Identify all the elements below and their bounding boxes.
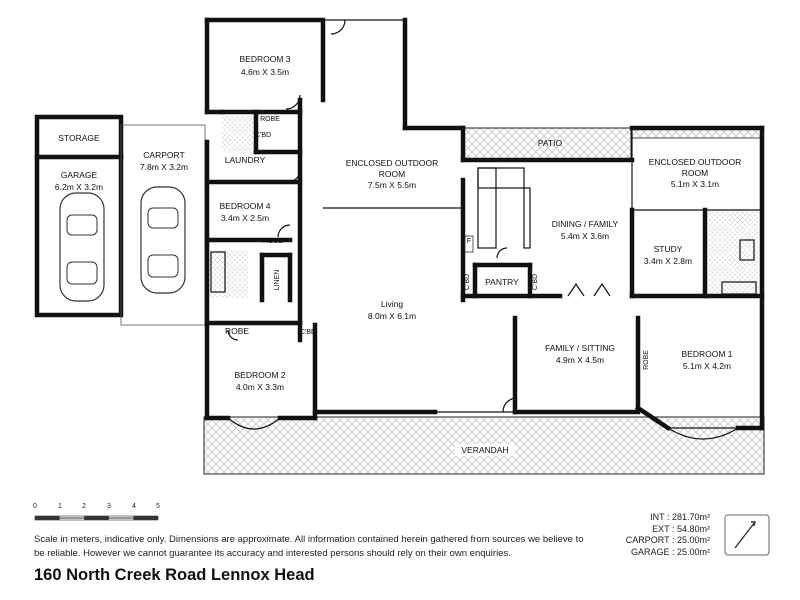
- room-name-enclosed-outdoor-1: ENCLOSED OUTDOOR: [346, 158, 439, 168]
- room-name-pantry: PANTRY: [485, 277, 519, 287]
- robe-label: ROBE: [260, 116, 280, 123]
- room-size-bedroom4: 3.4m X 2.5m: [221, 213, 269, 223]
- room-labels: BEDROOM 3 4.6m X 3.5m STORAGE GARAGE 6.2…: [55, 54, 741, 456]
- scale-bar: [34, 515, 159, 521]
- ensuite-tiles: [708, 210, 758, 296]
- room-name-dining-family: DINING / FAMILY: [552, 219, 619, 229]
- room-name-enclosed-outdoor-1-line2: ROOM: [379, 169, 405, 179]
- room-name-bedroom1: BEDROOM 1: [681, 349, 732, 359]
- shower-icon: [739, 239, 755, 261]
- room-size-enclosed-outdoor-1: 7.5m X 5.5m: [368, 180, 416, 190]
- room-name-patio: PATIO: [538, 138, 563, 148]
- room-name-linen: LINEN: [274, 270, 281, 291]
- room-size-carport: 7.8m X 3.2m: [140, 162, 188, 172]
- room-name-enclosed-outdoor-2-line2: ROOM: [682, 168, 708, 178]
- room-name-bedroom4: BEDROOM 4: [219, 201, 270, 211]
- room-name-bedroom2: BEDROOM 2: [234, 370, 285, 380]
- bathtub-icon: [210, 251, 226, 293]
- bathroom-tiles: [208, 250, 248, 298]
- cbd-label: C'BD: [300, 329, 316, 336]
- robe-label: ROBE: [225, 326, 249, 336]
- room-name-verandah: VERANDAH: [461, 445, 508, 455]
- room-name-laundry: LAUNDRY: [225, 155, 266, 165]
- room-size-bedroom3: 4.6m X 3.5m: [241, 67, 289, 77]
- room-size-bedroom1: 5.1m X 4.2m: [683, 361, 731, 371]
- room-size-enclosed-outdoor-2: 5.1m X 3.1m: [671, 179, 719, 189]
- robe-label: ROBE: [643, 350, 650, 370]
- room-name-living: Living: [381, 299, 403, 309]
- room-name-garage: GARAGE: [61, 170, 98, 180]
- room-name-carport: CARPORT: [143, 150, 184, 160]
- car-icon: [140, 186, 186, 294]
- room-name-enclosed-outdoor-2: ENCLOSED OUTDOOR: [649, 157, 742, 167]
- room-size-bedroom2: 4.0m X 3.3m: [236, 382, 284, 392]
- room-name-storage: STORAGE: [58, 133, 100, 143]
- cbd-label: C'BD: [532, 274, 539, 290]
- vanity-icon: [721, 281, 757, 295]
- wet-area-tiles: [222, 116, 256, 152]
- house-walls: [204, 17, 765, 440]
- room-size-study: 3.4m X 2.8m: [644, 256, 692, 266]
- room-name-study: STUDY: [654, 244, 683, 254]
- cbd-label: C'BD: [255, 132, 271, 139]
- room-name-family-sitting: FAMILY / SITTING: [545, 343, 615, 353]
- north-arrow-icon: [724, 514, 770, 556]
- fixture-labels: ROBE C'BD ROBE ROBE C'BD C'BD C'BD ROBE …: [225, 116, 650, 370]
- patio-deck: [462, 127, 632, 161]
- fridge-label: F: [467, 238, 471, 245]
- cbd-label: C'BD: [464, 274, 471, 290]
- robe-label: ROBE: [263, 238, 283, 245]
- room-size-family-sitting: 4.9m X 4.5m: [556, 355, 604, 365]
- room-size-dining-family: 5.4m X 3.6m: [561, 231, 609, 241]
- room-size-living: 8.0m X 6.1m: [368, 311, 416, 321]
- car-icon: [59, 192, 105, 302]
- room-name-bedroom3: BEDROOM 3: [239, 54, 290, 64]
- room-size-garage: 6.2m X 3.2m: [55, 182, 103, 192]
